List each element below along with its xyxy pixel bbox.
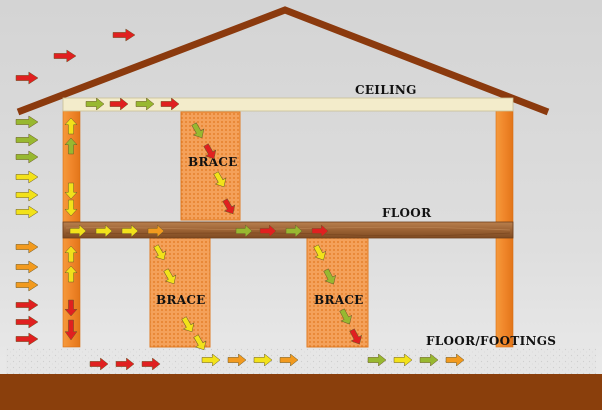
floor-beam-grain <box>65 232 511 237</box>
arrow-icon <box>445 353 465 367</box>
arrow-icon <box>112 28 136 42</box>
arrow-icon <box>15 240 39 254</box>
brace-lower-right-label: BRACE <box>314 293 364 307</box>
floor-label: FLOOR <box>382 206 432 220</box>
arrow-icon <box>64 117 78 135</box>
arrow-icon <box>213 171 227 188</box>
arrow-icon <box>135 97 155 111</box>
arrow-icon <box>313 244 327 261</box>
arrow-icon <box>15 71 39 85</box>
brace-lower-left-label: BRACE <box>156 293 206 307</box>
ceiling-beam <box>62 97 514 112</box>
arrow-icon <box>235 224 253 238</box>
force-arrows <box>15 28 465 371</box>
arrow-icon <box>15 205 39 219</box>
footing-slab <box>6 347 596 374</box>
arrow-icon <box>85 97 105 111</box>
arrow-icon <box>311 224 329 238</box>
arrow-icon <box>15 278 39 292</box>
arrow-icon <box>160 97 180 111</box>
arrow-icon <box>15 298 39 312</box>
arrow-icon <box>64 182 78 200</box>
arrow-icon <box>285 224 303 238</box>
arrow-icon <box>181 316 195 333</box>
arrow-icon <box>15 315 39 329</box>
arrow-icon <box>89 357 109 371</box>
brace-upper-label: BRACE <box>188 155 238 169</box>
roof <box>16 6 550 116</box>
arrow-icon <box>279 353 299 367</box>
arrow-icon <box>64 199 78 217</box>
arrow-icon <box>191 122 205 139</box>
arrow-icon <box>64 245 78 263</box>
arrow-icon <box>193 334 207 351</box>
arrow-icon <box>64 319 78 341</box>
arrow-icon <box>419 353 439 367</box>
arrow-icon <box>222 198 236 215</box>
arrow-icon <box>15 150 39 164</box>
arrow-icon <box>393 353 413 367</box>
arrow-icon <box>15 170 39 184</box>
arrow-icon <box>53 49 77 63</box>
ceiling-label: CEILING <box>355 83 417 97</box>
arrow-icon <box>69 224 87 238</box>
arrow-icon <box>15 115 39 129</box>
arrow-icon <box>153 244 167 261</box>
arrow-icon <box>121 224 139 238</box>
arrow-icon <box>323 268 337 285</box>
arrow-icon <box>339 308 353 325</box>
floor-footings-label: FLOOR/FOOTINGS <box>426 334 556 348</box>
arrow-icon <box>349 328 363 345</box>
arrow-icon <box>95 224 113 238</box>
arrow-icon <box>253 353 273 367</box>
arrow-icon <box>227 353 247 367</box>
arrow-icon <box>147 224 165 238</box>
arrow-icon <box>15 260 39 274</box>
arrow-icon <box>367 353 387 367</box>
arrow-icon <box>201 353 221 367</box>
arrow-icon <box>15 133 39 147</box>
arrow-icon <box>115 357 135 371</box>
arrow-icon <box>64 299 78 317</box>
arrow-icon <box>141 357 161 371</box>
arrow-icon <box>15 188 39 202</box>
arrow-icon <box>64 137 78 155</box>
arrow-icon <box>163 268 177 285</box>
arrow-icon <box>15 332 39 346</box>
ground <box>0 374 602 410</box>
arrow-icon <box>259 224 277 238</box>
brace-upper <box>180 111 241 221</box>
arrow-icon <box>109 97 129 111</box>
arrow-icon <box>64 265 78 283</box>
arrow-icon <box>203 143 217 160</box>
